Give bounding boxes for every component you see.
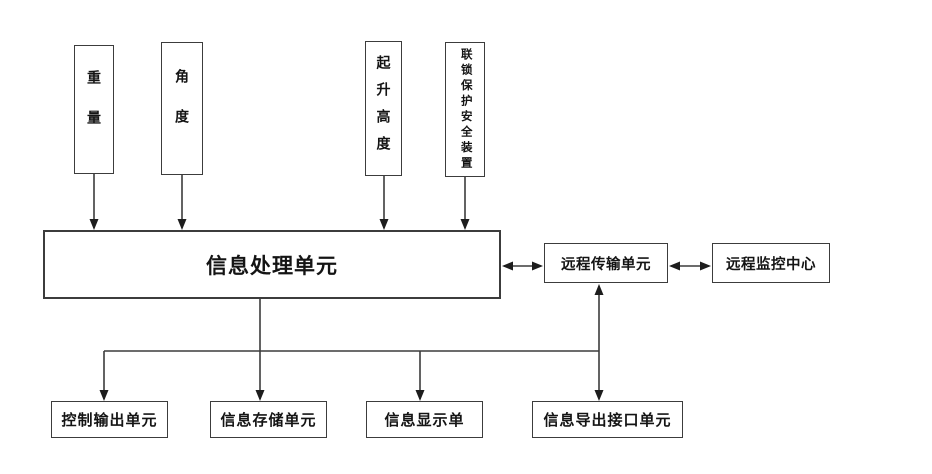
remote-transmission-box: 远程传输单元 (544, 243, 668, 283)
arrow-bus-to-info-storage (255, 351, 265, 401)
output-box-info-export-interface: 信息导出接口单元 (532, 401, 683, 438)
arrow-angle-to-processor (177, 175, 187, 230)
remote-monitoring-box: 远程监控中心 (712, 243, 830, 283)
arrow-bus-to-control-output (99, 351, 109, 401)
sensor-label-hoist-height: 起升高度 (375, 54, 392, 163)
sensor-box-weight: 重量 (74, 45, 114, 174)
sensor-box-angle: 角度 (161, 42, 203, 175)
remote-monitoring-label: 远程监控中心 (726, 256, 816, 273)
arrow-processor-transmission-bidirectional (502, 261, 543, 271)
remote-transmission-label: 远程传输单元 (561, 256, 651, 273)
arrow-bus-to-info-display (415, 351, 425, 401)
sensor-label-angle: 角度 (174, 68, 190, 149)
arrow-bus-to-transmission-and-export (594, 284, 604, 401)
sensor-label-weight: 重量 (86, 69, 102, 150)
output-box-control-output: 控制输出单元 (51, 401, 168, 438)
output-label-info-storage: 信息存储单元 (220, 412, 317, 429)
output-label-control-output: 控制输出单元 (61, 412, 158, 429)
sensor-box-interlock-protection: 联锁保护安全装置 (445, 42, 485, 177)
arrow-hoist-height-to-processor (379, 176, 389, 230)
arrow-interlock-to-processor (460, 177, 470, 230)
arrow-transmission-monitoring-bidirectional (669, 261, 711, 271)
output-label-info-export-interface: 信息导出接口单元 (543, 412, 672, 429)
arrow-weight-to-processor (89, 174, 99, 230)
output-box-info-storage: 信息存储单元 (210, 401, 327, 438)
output-label-info-display: 信息显示单 (384, 412, 465, 429)
output-box-info-display: 信息显示单 (366, 401, 483, 438)
sensor-label-interlock-protection: 联锁保护安全装置 (459, 47, 472, 172)
processor-label: 信息处理单元 (206, 254, 338, 278)
processor-box: 信息处理单元 (43, 230, 501, 299)
sensor-box-hoist-height: 起升高度 (365, 41, 402, 176)
